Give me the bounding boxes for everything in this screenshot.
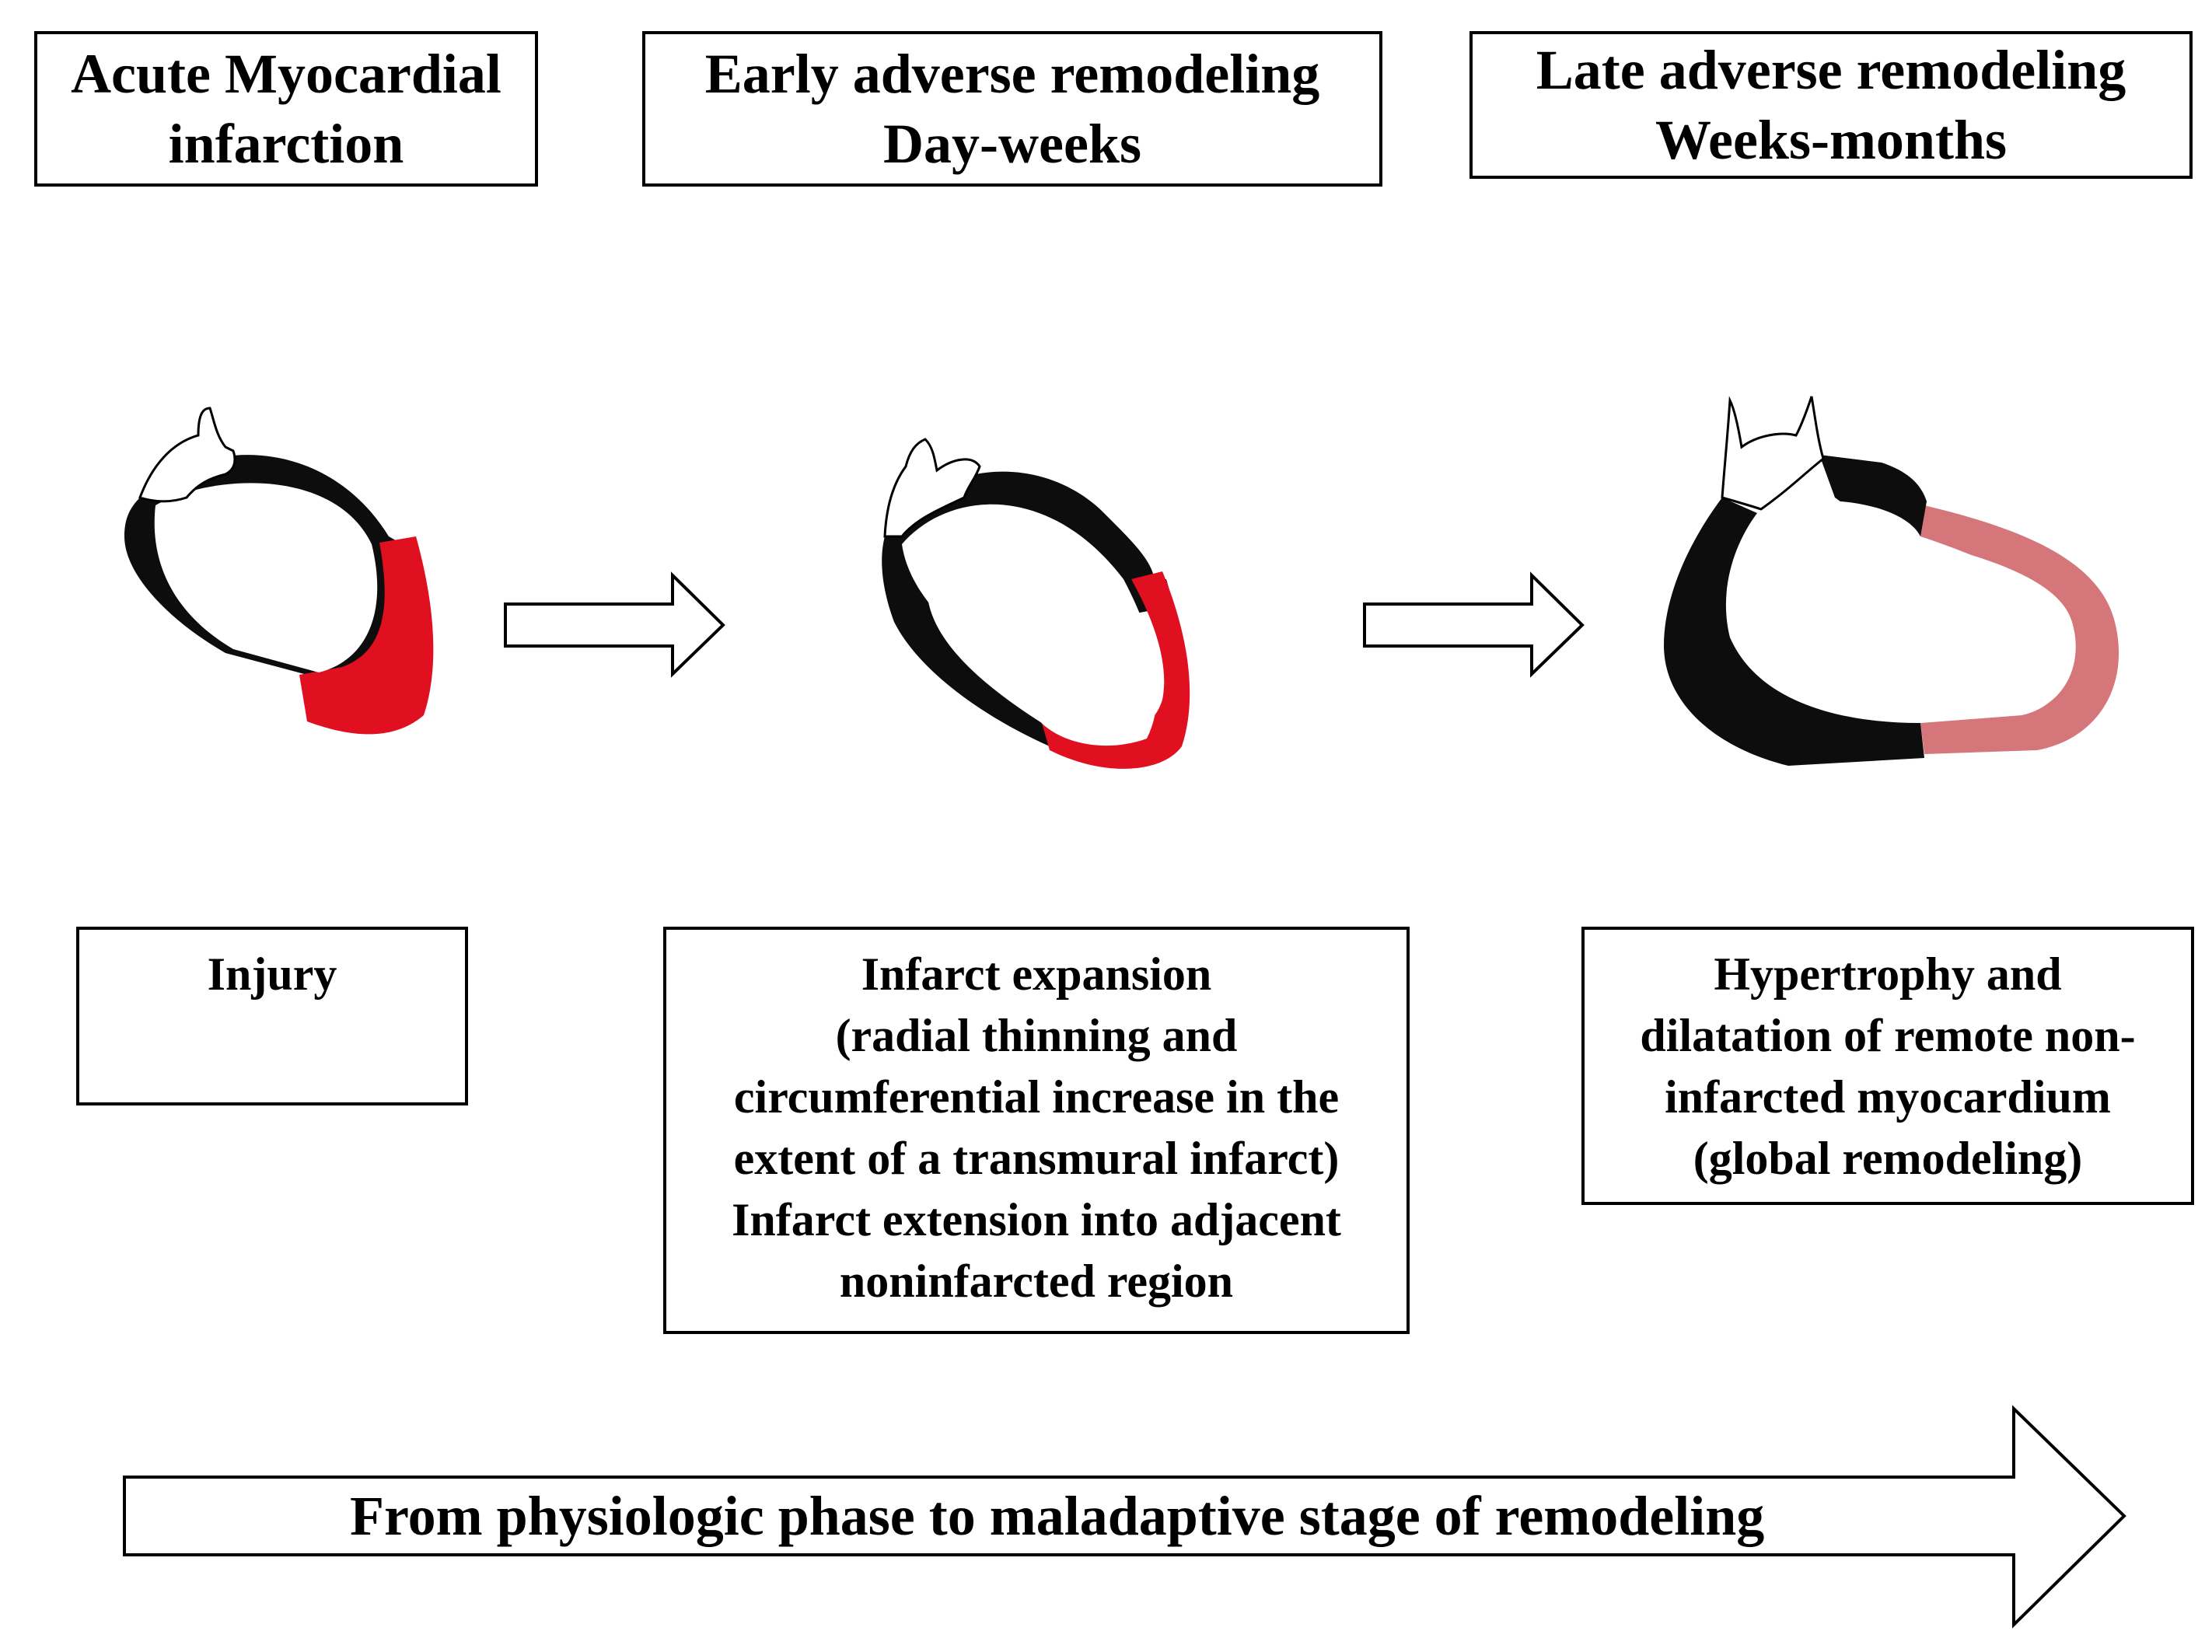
myocardium-wall — [1664, 498, 1924, 766]
lv-cavity — [154, 483, 378, 672]
stage-timeframe: Day-weeks — [883, 113, 1141, 175]
stage-title-line: Late adverse remodeling — [1536, 39, 2126, 101]
stage-timeframe: Weeks-months — [1655, 109, 2008, 171]
progression-arrow — [123, 1405, 2126, 1629]
stage-box-early-remodeling: Early adverse remodeling Day-weeks — [642, 31, 1382, 187]
heart-acute-mi — [124, 407, 434, 735]
stage-box-acute-mi: Acute Myocardial infarction — [34, 31, 538, 187]
aortic-valve — [138, 407, 236, 503]
infarct-region — [1917, 505, 2119, 754]
aortic-valve — [883, 438, 981, 538]
heart-early-remodeling — [882, 438, 1190, 769]
desc-line: Injury — [207, 948, 337, 1000]
desc-line: (radial thinning and — [835, 1010, 1238, 1061]
desc-line: Infarct extension into adjacent — [732, 1194, 1341, 1245]
lv-cavity — [902, 504, 1158, 746]
desc-line: noninfarcted region — [839, 1256, 1234, 1307]
desc-line: Hypertrophy and — [1714, 948, 2062, 1000]
desc-line: dilatation of remote non- — [1640, 1010, 2136, 1061]
desc-box-infarct-expansion: Infarct expansion (radial thinning and c… — [663, 927, 1410, 1334]
desc-line: (global remodeling) — [1693, 1133, 2083, 1184]
desc-line: Infarct expansion — [861, 948, 1212, 1000]
heart-late-remodeling — [1664, 396, 2119, 766]
desc-line: infarcted myocardium — [1665, 1071, 2111, 1123]
arrow-right-icon — [504, 571, 725, 678]
desc-line: circumferential increase in the — [733, 1071, 1340, 1123]
desc-line: extent of a transmural infarct) — [733, 1133, 1340, 1184]
stage-box-late-remodeling: Late adverse remodeling Weeks-months — [1469, 31, 2193, 179]
stage-title-line: Early adverse remodeling — [704, 43, 1320, 105]
infarct-region — [299, 536, 434, 735]
lv-cavity — [1731, 500, 2074, 723]
desc-box-injury: Injury — [76, 927, 468, 1105]
stage-title-line: Acute Myocardial — [71, 43, 501, 105]
myocardium-wall — [1819, 455, 1927, 536]
desc-box-global-remodeling: Hypertrophy and dilatation of remote non… — [1581, 927, 2194, 1205]
aortic-valve — [1721, 396, 1825, 511]
progression-label: From physiologic phase to maladaptive st… — [350, 1485, 1765, 1547]
arrow-right-icon — [1363, 571, 1585, 678]
stage-title-line: infarction — [168, 113, 404, 175]
